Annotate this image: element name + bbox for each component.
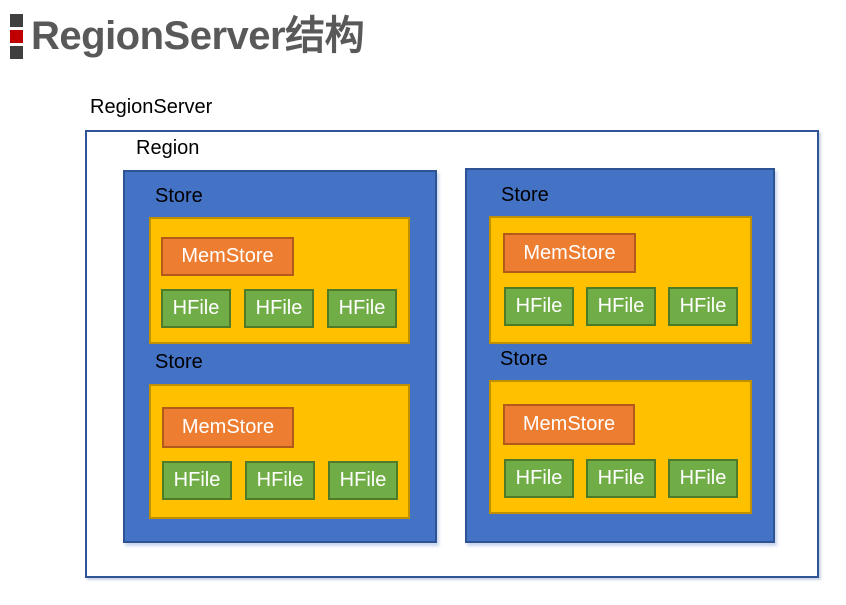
- hfile-box: HFile: [504, 459, 574, 498]
- bullet-square-bottom: [10, 46, 23, 59]
- hfile-box: HFile: [245, 461, 315, 500]
- region-box-left: Store MemStore HFile HFile HFile Store M: [123, 170, 437, 543]
- hfile-row: HFile HFile HFile: [504, 287, 738, 326]
- memstore-box: MemStore: [503, 233, 636, 273]
- store-box: MemStore HFile HFile HFile: [149, 217, 410, 344]
- bullet-square-top: [10, 14, 23, 27]
- hfile-box: HFile: [327, 289, 397, 328]
- hfile-row: HFile HFile HFile: [162, 461, 398, 500]
- hfile-box: HFile: [162, 461, 232, 500]
- memstore-label: MemStore: [523, 241, 616, 264]
- store-box: MemStore HFile HFile HFile: [489, 380, 752, 514]
- hfile-label: HFile: [515, 467, 563, 489]
- hfile-label: HFile: [256, 469, 304, 491]
- memstore-box: MemStore: [503, 404, 635, 445]
- region-label: Region: [136, 137, 200, 159]
- hfile-label: HFile: [597, 295, 645, 317]
- memstore-label: MemStore: [522, 413, 616, 435]
- store-box: MemStore HFile HFile HFile: [149, 384, 410, 519]
- memstore-box: MemStore: [162, 407, 294, 448]
- hfile-box: HFile: [328, 461, 398, 500]
- regionserver-label: RegionServer: [90, 96, 213, 118]
- hfile-row: HFile HFile HFile: [161, 289, 397, 328]
- hfile-box: HFile: [161, 289, 231, 328]
- hfile-box: HFile: [504, 287, 574, 326]
- hfile-box: HFile: [244, 289, 314, 328]
- hfile-label: HFile: [255, 297, 303, 319]
- hfile-box: HFile: [668, 459, 738, 498]
- hfile-box: HFile: [586, 287, 656, 326]
- hfile-label: HFile: [515, 295, 563, 317]
- hfile-box: HFile: [668, 287, 738, 326]
- hfile-row: HFile HFile HFile: [504, 459, 738, 498]
- hfile-label: HFile: [173, 469, 221, 491]
- store-label: Store: [155, 185, 203, 207]
- title-bullet-icon: [10, 14, 23, 59]
- hfile-label: HFile: [339, 469, 387, 491]
- region-box-right: Store MemStore HFile HFile HFile Store M: [465, 168, 775, 543]
- store-label: Store: [501, 184, 549, 206]
- store-label: Store: [500, 348, 548, 370]
- hfile-label: HFile: [679, 295, 727, 317]
- hfile-label: HFile: [597, 467, 645, 489]
- hfile-label: HFile: [338, 297, 386, 319]
- bullet-square-middle: [10, 30, 23, 43]
- memstore-box: MemStore: [161, 237, 294, 276]
- memstore-label: MemStore: [181, 245, 274, 267]
- hfile-box: HFile: [586, 459, 656, 498]
- store-box: MemStore HFile HFile HFile: [489, 216, 752, 344]
- hfile-label: HFile: [679, 467, 727, 489]
- page-title: RegionServer结构: [31, 14, 365, 58]
- hfile-label: HFile: [172, 297, 220, 319]
- memstore-label: MemStore: [181, 416, 275, 438]
- store-label: Store: [155, 351, 203, 373]
